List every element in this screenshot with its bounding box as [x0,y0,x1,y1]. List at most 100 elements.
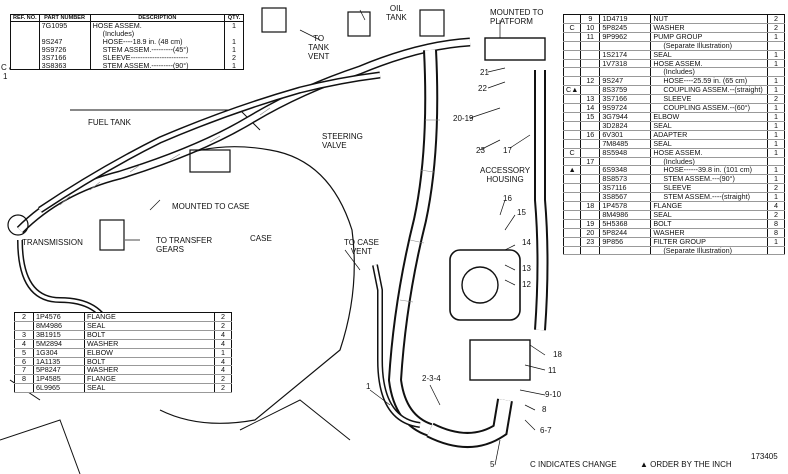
row-ref: 15 [580,112,601,122]
row-change-mark [563,246,582,256]
row-ref: 19 [580,219,601,229]
row-part-number [39,29,91,38]
callout-16: 16 [503,194,512,203]
row-part-number: 1D4719 [599,14,652,24]
row-description: WASHER [650,23,768,33]
row-description: ELBOW [650,112,768,122]
row-description: HOSE----18.9 in. (48 cm) [90,37,226,46]
row-part-number: 6V301 [599,130,652,140]
row-ref [580,174,601,185]
row-ref: 2 [14,312,34,322]
row-ref: 6 [14,357,34,367]
label-accessory-line1: ACCESSORY [480,166,531,175]
parts-table-top-left: REF. NO. PART NUMBER DESCRIPTION QTY. 7G… [10,14,244,71]
row-ref [10,61,40,70]
row-description: (Separate Illustration) [650,41,768,51]
row-part-number: 8M4986 [33,321,85,331]
legend-order-inch: ▲ ORDER BY THE INCH [640,460,732,469]
callout-9-10: 9-10 [545,390,562,399]
row-part-number: 3D2824 [599,121,652,131]
row-ref [14,383,34,394]
row-ref: 16 [580,130,601,140]
label-oil-tank: OIL TANK [386,4,407,22]
pump-group [449,249,521,321]
table-header: REF. NO. PART NUMBER DESCRIPTION QTY. [10,14,244,22]
row-ref [580,59,601,69]
row-ref: 3 [14,330,34,340]
row-ref: 14 [580,103,601,113]
header-part: PART NUMBER [38,14,91,22]
row-ref [580,41,601,51]
label-steering-line1: STEERING [322,132,363,141]
row-description: SEAL [650,139,768,149]
row-qty: 1 [767,85,785,96]
row-ref: 12 [580,76,601,87]
row-ref [580,67,601,78]
row-part-number: 9P9962 [599,32,652,42]
row-change-mark [563,130,582,140]
table-row: 17(Includes) [563,157,785,167]
row-qty: 1 [767,192,785,203]
row-description: BOLT [84,330,215,340]
row-change-mark [563,41,582,51]
row-part-number: 7G1095 [39,21,91,30]
row-part-number: 1P4578 [599,201,652,211]
row-description: COUPLING ASSEM.--(straight) [650,85,768,96]
row-description: SLEEVE [650,183,768,194]
row-ref [10,53,40,62]
row-part-number: 1G304 [33,348,85,358]
row-description: ADAPTER [650,130,768,140]
ref-number-top-left: 1 [3,72,8,81]
row-qty: 1 [224,21,244,30]
row-description: ELBOW [84,348,215,358]
row-qty: 8 [767,219,785,229]
row-part-number: 1P4585 [33,374,85,385]
label-case: CASE [250,234,272,243]
row-description: SEAL [650,210,768,220]
row-ref [580,192,601,203]
row-part-number: 9S247 [599,76,652,87]
table-row: (Separate Illustration) [563,246,785,256]
row-description: HOSE ASSEM. [90,21,226,30]
label-to-tank-vent-line1: TO [313,34,325,43]
row-part-number: 9S247 [39,37,91,46]
row-ref [580,210,601,220]
callout-5: 5 [490,460,495,469]
oil-tank-fitting [347,11,371,37]
row-change-mark [563,228,582,238]
callout-12: 12 [522,280,531,289]
row-description: FILTER GROUP [650,237,768,247]
row-qty: 1 [767,148,785,158]
label-to-tank-vent-line3: VENT [308,52,330,61]
row-change-mark [563,76,582,87]
label-to-case-vent-line2: VENT [350,247,373,256]
platform-mount [484,37,546,61]
row-part-number: 3S7116 [599,183,652,194]
label-to-transfer-gears: TO TRANSFER GEARS [156,236,212,254]
row-qty: 2 [767,210,785,220]
callout-15: 15 [517,208,526,217]
row-ref [580,139,601,149]
label-to-tank-vent-line2: TANK [308,43,330,52]
callout-21: 21 [480,68,489,77]
row-part-number: 3S8363 [39,61,91,70]
row-qty: 2 [767,94,785,105]
row-ref: 5 [14,348,34,358]
row-part-number: 1A1135 [33,357,85,367]
